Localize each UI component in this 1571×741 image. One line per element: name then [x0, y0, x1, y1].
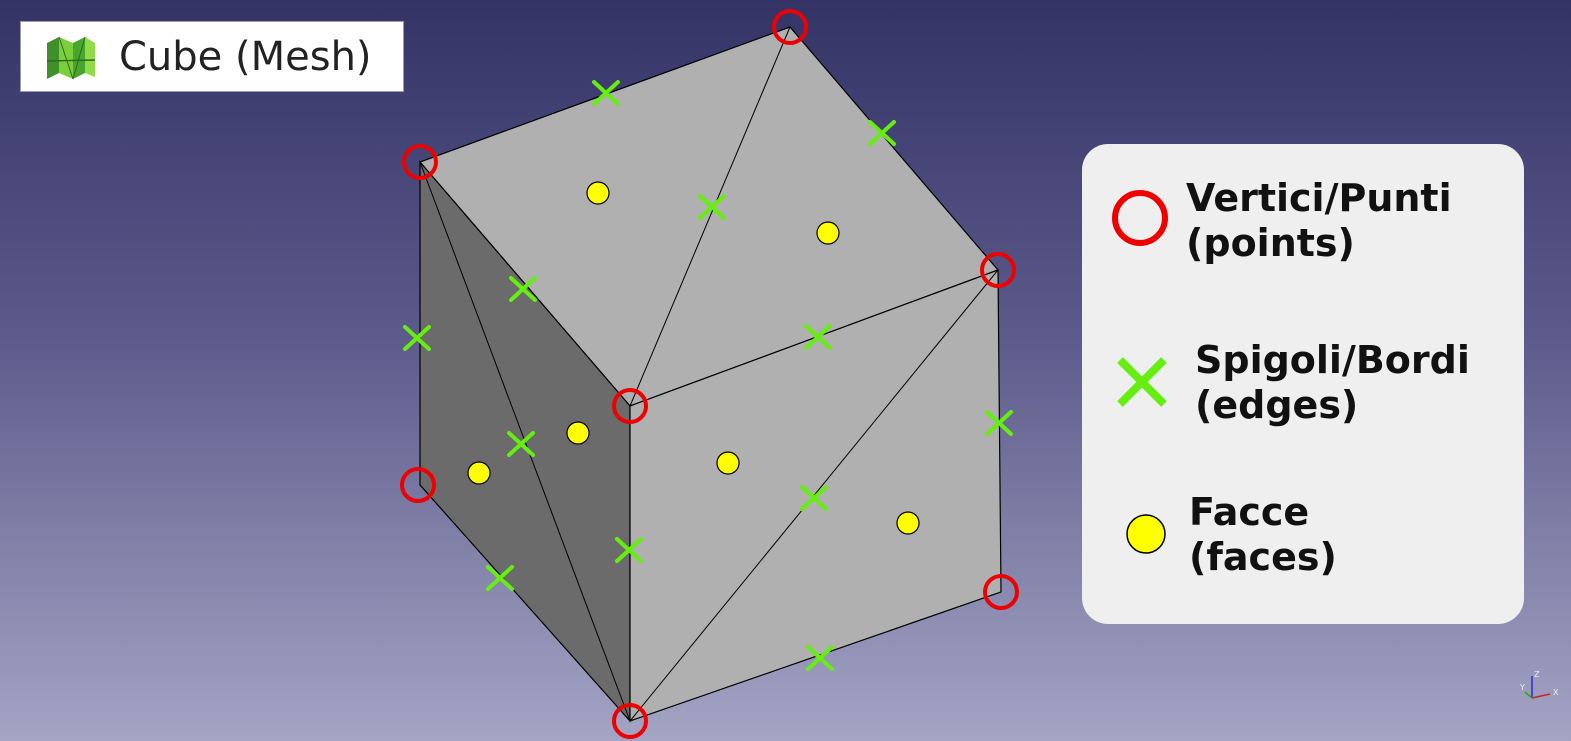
axis-label-y: Y	[1519, 683, 1525, 692]
object-label-box: Cube (Mesh)	[20, 21, 404, 92]
face-markers	[467, 181, 920, 535]
object-label: Cube (Mesh)	[119, 33, 372, 80]
face-marker	[467, 461, 491, 485]
face-marker	[586, 181, 610, 205]
axis-cross-icon: Z Y X	[1519, 670, 1559, 699]
axis-label-x: X	[1553, 688, 1559, 697]
legend-label: Spigoli/Bordi	[1195, 338, 1470, 382]
face-marker	[716, 451, 740, 475]
edge-marker	[800, 485, 828, 511]
face-marker	[566, 421, 590, 445]
vertex-legend-icon	[1112, 190, 1168, 246]
legend-sublabel: (faces)	[1189, 535, 1337, 579]
vertex-marker	[980, 252, 1016, 288]
edge-marker	[804, 324, 832, 350]
face-marker	[816, 221, 840, 245]
mesh-cube-icon	[46, 36, 96, 79]
edge-marker	[806, 645, 834, 671]
legend-item-faces: Facce (faces)	[1189, 490, 1337, 580]
edge-marker	[615, 537, 643, 563]
edge-marker	[403, 325, 431, 351]
legend-item-edges: Spigoli/Bordi (edges)	[1195, 338, 1470, 428]
edge-legend-icon	[1117, 357, 1167, 407]
legend-label: Vertici/Punti	[1186, 176, 1452, 220]
legend: Vertici/Punti (points) Spigoli/Bordi (ed…	[1082, 144, 1524, 624]
edge-marker	[698, 194, 726, 220]
edge-markers	[403, 80, 1013, 671]
edge-marker	[592, 80, 620, 106]
vertex-marker	[400, 467, 436, 503]
face-marker	[896, 511, 920, 535]
axis-label-z: Z	[1534, 670, 1540, 679]
legend-item-points: Vertici/Punti (points)	[1186, 176, 1452, 266]
mesh-edge-diagonal	[629, 26, 791, 407]
legend-sublabel: (points)	[1186, 221, 1355, 265]
vertex-marker	[402, 144, 438, 180]
legend-sublabel: (edges)	[1195, 383, 1359, 427]
vertex-marker	[612, 388, 648, 424]
vertex-marker	[983, 574, 1019, 610]
edge-marker	[486, 565, 514, 591]
vertex-marker	[772, 9, 808, 45]
legend-label: Facce	[1189, 490, 1310, 534]
edge-marker	[509, 276, 537, 302]
edge-marker	[985, 410, 1013, 436]
edge-marker	[507, 431, 535, 457]
face-legend-icon	[1126, 514, 1166, 554]
edge-marker	[868, 120, 896, 146]
vertex-marker	[612, 703, 648, 739]
vertex-markers	[400, 9, 1019, 739]
